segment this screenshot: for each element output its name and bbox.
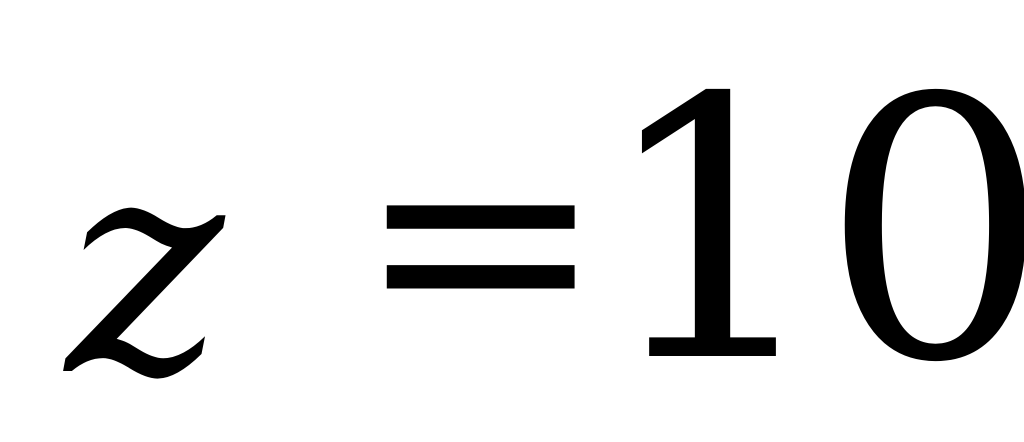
equation-variable: z <box>66 93 225 442</box>
equation-value: 10 <box>598 22 1024 441</box>
equals-sign: = <box>355 63 607 412</box>
